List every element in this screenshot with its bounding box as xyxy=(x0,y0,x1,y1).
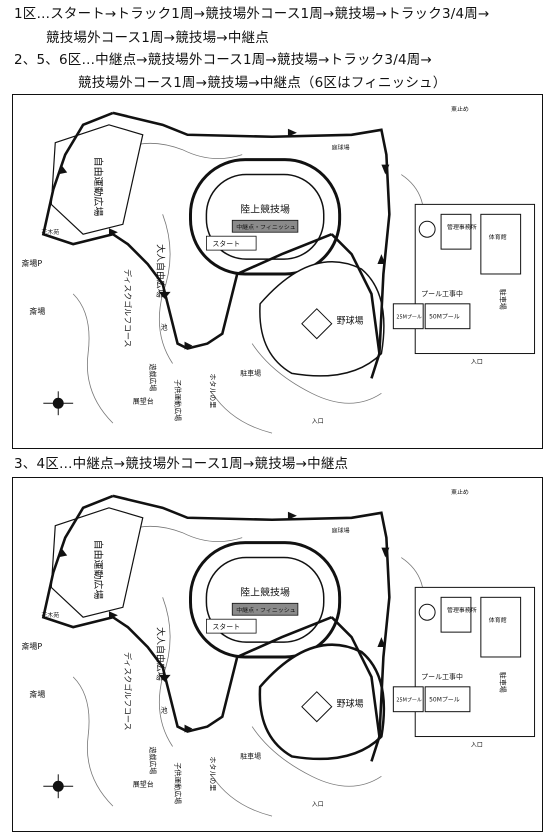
label-saijo: 斎場 xyxy=(29,306,45,316)
label-gomi: 東止め xyxy=(451,488,469,496)
course-map-1-drawing: 自由運動広場 陸上競技場 中継点・フィニッシュ スタート 野球場 xyxy=(21,105,536,434)
start-box xyxy=(206,235,257,251)
label-yugi: 遊戯広場 xyxy=(149,363,158,391)
baseball-field xyxy=(258,643,386,761)
label-yugi: 遊戯広場 xyxy=(149,746,158,774)
course-route-1 xyxy=(41,111,391,379)
label-relay-finish: 中継点・フィニッシュ xyxy=(236,606,295,614)
label-iriguchi2: 入口 xyxy=(312,801,324,808)
label-taiiku: 体育館 xyxy=(489,233,507,241)
label-hotaru: ホタルの里 xyxy=(208,756,217,791)
label-chusha: 駐車場 xyxy=(240,751,261,760)
label-chusha2: 駐車場 xyxy=(499,289,508,310)
label-kanri: 管理事務所 xyxy=(447,606,477,614)
label-gomi: 東止め xyxy=(451,105,469,113)
label-disc-golf: ディスクゴルフコース xyxy=(123,269,133,347)
label-jiyu-undou: 自由運動広場 xyxy=(92,157,105,217)
course-map-2-drawing: 自由運動広場 陸上競技場 中継点・フィニッシュ スタート 野球場 xyxy=(21,488,536,817)
label-iriguchi: 入口 xyxy=(471,741,483,748)
label-pool50: 50Mプール xyxy=(429,314,460,321)
label-pool25: 25Mプール xyxy=(396,698,422,704)
course-arrows-1 xyxy=(57,128,390,350)
label-saijo: 斎場 xyxy=(29,689,45,699)
label-yakyu: 野球場 xyxy=(337,315,364,327)
instruction-line-5: 3、4区…中継点→競技場外コース1周→競技場→中継点 xyxy=(14,456,349,472)
start-box xyxy=(206,618,257,634)
facilities-right-2 xyxy=(392,586,536,738)
course-map-1: 自由運動広場 陸上競技場 中継点・フィニッシュ スタート 野球場 xyxy=(12,94,543,449)
label-pool-work: プール工事中 xyxy=(421,289,463,298)
label-pool-work: プール工事中 xyxy=(421,672,463,681)
label-rikujo: 陸上競技場 xyxy=(240,202,290,215)
label-otona-jiyu: 大人自由広場 xyxy=(155,244,167,298)
label-otona-jiyu: 大人自由広場 xyxy=(155,627,167,681)
compass-icon xyxy=(43,391,74,416)
label-chusha2: 駐車場 xyxy=(499,672,508,693)
instruction-line-4: 競技場外コース1周→競技場→中継点（6区はフィニッシュ） xyxy=(78,75,447,91)
facilities-right-1 xyxy=(392,203,536,355)
label-ike: 池 xyxy=(161,323,168,332)
label-bouboudai: 展望台 xyxy=(133,396,154,405)
label-taiiku: 体育館 xyxy=(489,616,507,624)
stadium-track xyxy=(189,541,342,659)
label-pool50: 50Mプール xyxy=(429,697,460,704)
label-bouboudai: 展望台 xyxy=(133,779,154,788)
compass-icon xyxy=(43,774,74,799)
label-kodomo: 子供運動広場 xyxy=(174,762,183,804)
label-iriguchi2: 入口 xyxy=(312,418,324,425)
label-tennis: 庭球場 xyxy=(332,144,350,152)
relay-point-box xyxy=(231,602,299,616)
label-start: スタート xyxy=(212,622,240,631)
instruction-line-1: 1区…スタート→トラック1周→競技場外コース1周→競技場→トラック3/4周→ xyxy=(14,6,490,22)
label-tennis: 庭球場 xyxy=(332,527,350,535)
label-relay-finish: 中継点・フィニッシュ xyxy=(236,223,295,231)
instruction-line-3: 2、5、6区…中継点→競技場外コース1周→競技場→トラック3/4周→ xyxy=(14,52,432,68)
course-map-2: 自由運動広場 陸上競技場 中継点・フィニッシュ スタート 野球場 xyxy=(12,477,543,832)
label-start: スタート xyxy=(212,239,240,248)
label-kagen: 花木苑 xyxy=(41,228,59,236)
course-arrows-2 xyxy=(57,511,390,733)
label-saijo-p: 斎場P xyxy=(21,258,42,268)
relay-point-box xyxy=(231,219,299,233)
label-disc-golf: ディスクゴルフコース xyxy=(123,652,133,730)
course-route-2 xyxy=(41,494,391,762)
label-rikujo: 陸上競技場 xyxy=(240,585,290,598)
label-yakyu: 野球場 xyxy=(337,698,364,710)
stadium-track xyxy=(189,158,342,276)
label-saijo-p: 斎場P xyxy=(21,641,42,651)
instruction-line-2: 競技場外コース1周→競技場→中継点 xyxy=(46,30,269,46)
label-kanri: 管理事務所 xyxy=(447,223,477,231)
baseball-field xyxy=(259,261,385,377)
label-kagen: 花木苑 xyxy=(41,611,59,619)
label-iriguchi: 入口 xyxy=(471,358,483,365)
label-chusha: 駐車場 xyxy=(240,368,261,377)
label-jiyu-undou: 自由運動広場 xyxy=(92,540,105,600)
label-ike: 池 xyxy=(161,706,168,715)
label-pool25: 25Mプール xyxy=(396,315,422,321)
label-hotaru: ホタルの里 xyxy=(208,373,217,408)
label-kodomo: 子供運動広場 xyxy=(174,379,183,421)
